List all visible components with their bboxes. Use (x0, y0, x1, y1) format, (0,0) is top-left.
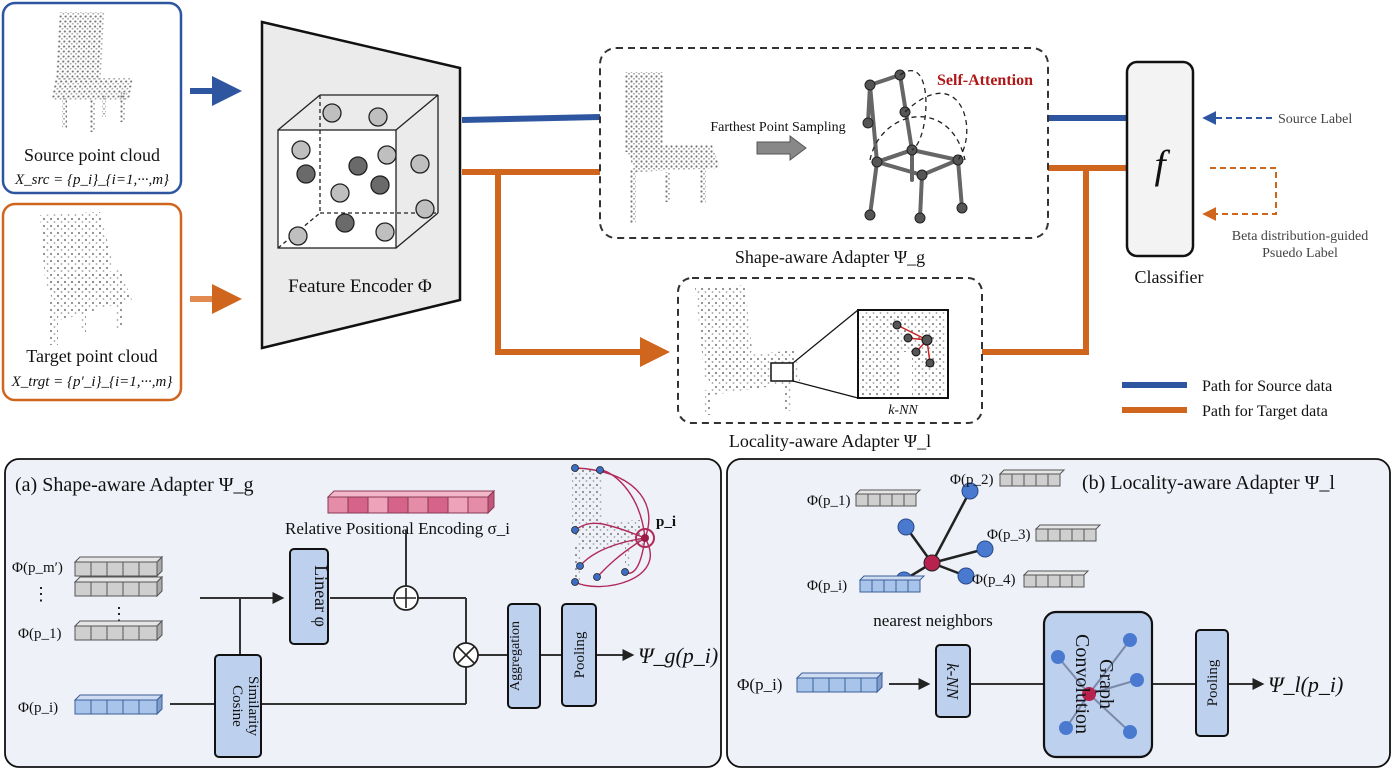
aggregation-block: Aggregation (507, 603, 541, 709)
shape-adapter-label: Shape-aware Adapter Ψ_g (735, 247, 925, 267)
shape-adapter-top: Farthest Point Sampling Self-Attention S… (599, 47, 1049, 267)
encoder-label: Feature Encoder Φ (288, 276, 432, 297)
source-label-text: Source Label (1278, 112, 1352, 127)
graph-label-line2: Convolution (1071, 634, 1093, 734)
rpe-vector (326, 489, 496, 515)
fps-arrow-icon (756, 135, 807, 161)
target-formula: X_trgt = {p′_i}_{i=1,···,m} (11, 374, 173, 390)
panel-a-output: Ψ_g(p_i) (638, 643, 718, 668)
knn-block: k-NN (935, 644, 971, 718)
pooling-b-label: Pooling (1205, 659, 1221, 706)
classifier-label: Classifier (1135, 267, 1204, 287)
legend-target-label: Path for Target data (1202, 403, 1328, 420)
phi-pm-label: Φ(p_m′) (12, 560, 63, 576)
panel-b-phi-pi: Φ(p_i) (807, 578, 847, 594)
panel-b-phi-p1: Φ(p_1) (807, 493, 850, 509)
legend-source-label: Path for Source data (1202, 378, 1332, 395)
linear-block: Linear φ (289, 548, 331, 645)
panel-b-output: Ψ_l(p_i) (1268, 672, 1343, 697)
panel-b-vec-p2 (998, 469, 1066, 487)
source-chair-pointcloud (51, 12, 134, 132)
pooling-block-a: Pooling (561, 603, 597, 707)
self-attention-label: Self-Attention (937, 72, 1033, 89)
graph-convolution-block: Graph Convolution (1042, 610, 1154, 759)
locality-adapter-label: Locality-aware Adapter Ψ_l (729, 431, 931, 451)
center-node (923, 554, 941, 572)
pooling-a-label: Pooling (572, 631, 588, 678)
panel-a-title: (a) Shape-aware Adapter Ψ_g (15, 474, 254, 496)
target-locality-path-to-classifier (982, 168, 1089, 355)
legend: Path for Source data Path for Target dat… (1122, 378, 1332, 420)
feature-stack-pm (73, 555, 164, 578)
feature-stack-p1 (73, 619, 164, 642)
source-path-to-shape-adapter (461, 114, 601, 123)
source-caption: Source point cloud (24, 145, 160, 165)
phi-p1-label: Φ(p_1) (18, 626, 61, 642)
panel-b-phi-p4: Φ(p_4) (972, 572, 1015, 588)
graph-label-line1: Graph (1095, 659, 1117, 709)
panel-b-vec-p4 (1022, 570, 1090, 588)
target-input-box: Target point cloud X_trgt = {p′_i}_{i=1,… (1, 202, 183, 402)
feature-stack-pm2 (73, 575, 164, 598)
linear-label: Linear φ (311, 565, 331, 627)
phi-pi-label: Φ(p_i) (18, 700, 58, 716)
vertical-dots-left: ⋮ (32, 584, 50, 604)
feature-vector-pi (73, 693, 164, 716)
knn-label: k-NN (888, 403, 918, 418)
pseudo-label-line1: Beta distribution-guided (1232, 229, 1368, 244)
panel-b: (b) Locality-aware Adapter Ψ_l Φ(p_1) Φ(… (726, 458, 1391, 768)
classifier: f Classifier (1125, 60, 1204, 287)
target-path-to-locality-adapter (495, 172, 670, 367)
nearest-neighbors-label: nearest neighbors (873, 611, 992, 630)
target-caption: Target point cloud (26, 346, 157, 366)
panel-b-vec-p3 (1034, 524, 1102, 542)
aggregation-label: Aggregation (508, 621, 523, 691)
pi-point-label: p_i (656, 514, 676, 530)
add-operator-icon (393, 585, 419, 611)
pseudo-label-arrow (1202, 167, 1277, 221)
fps-label: Farthest Point Sampling (710, 120, 845, 135)
panel-b-phi-p2: Φ(p_2) (950, 472, 993, 488)
cosine-label-line2: Similarity (245, 676, 261, 737)
panel-b-phi-p3: Φ(p_3) (987, 527, 1030, 543)
source-input-box: Source point cloud X_src = {p_i}_{i=1,··… (1, 1, 183, 195)
skeleton-nodes (862, 69, 968, 224)
graph-conv-center-node (1082, 687, 1096, 701)
pooling-block-b: Pooling (1195, 629, 1229, 737)
panel-b-title: (b) Locality-aware Adapter Ψ_l (1082, 472, 1335, 494)
multiply-operator-icon (453, 642, 479, 668)
panel-b-vec-p1 (854, 489, 922, 507)
knn-block-label: k-NN (943, 663, 962, 701)
pseudo-label-line2: Psuedo Label (1262, 246, 1338, 261)
attention-chair-icon: p_i (571, 464, 676, 588)
vertical-dots-right: ⋮ (110, 604, 128, 624)
cosine-similarity-block: Cosine Similarity (214, 654, 262, 758)
rpe-label: Relative Positional Encoding σ_i (285, 519, 510, 538)
locality-adapter-top: k-NN Locality-aware Adapter Ψ_l (677, 277, 983, 451)
source-formula: X_src = {p_i}_{i=1,···,m} (14, 172, 169, 188)
cosine-label-line1: Cosine (229, 685, 245, 727)
graph-conv-nodes (1051, 633, 1144, 739)
panel-b-vec-pi (858, 575, 926, 593)
target-chair-pointcloud (40, 212, 132, 345)
locality-chair-pointcloud (695, 285, 800, 415)
shape-adapter-chair-pointcloud (625, 72, 720, 223)
zoom-region (770, 362, 794, 382)
panel-b-input-label: Φ(p_i) (737, 675, 782, 694)
feature-encoder: Feature Encoder Φ (260, 20, 462, 350)
panel-b-input-vector (795, 671, 884, 694)
panel-a: (a) Shape-aware Adapter Ψ_g Relative Pos… (4, 458, 722, 768)
